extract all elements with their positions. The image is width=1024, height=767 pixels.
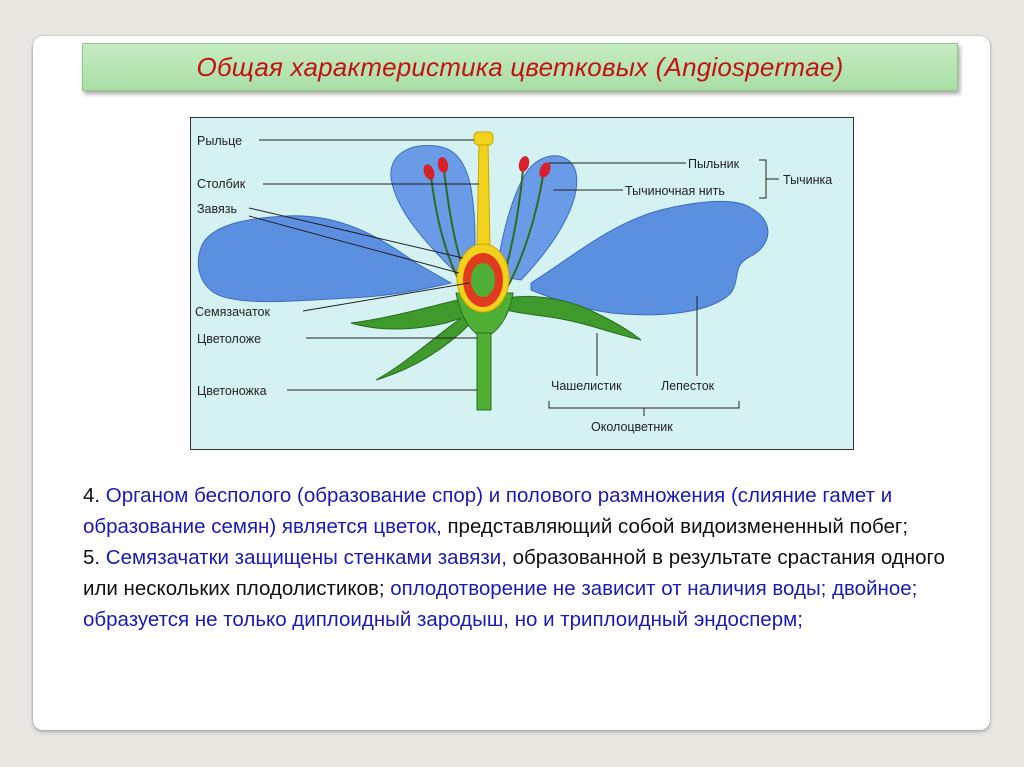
- paragraph-4-text: представляющий собой видоизмененный побе…: [441, 515, 909, 538]
- petal-back-right: [495, 155, 578, 281]
- pistil-style: [476, 141, 491, 249]
- label-receptacle: Цветоложе: [197, 332, 261, 346]
- label-ovary: Завязь: [197, 202, 237, 216]
- flower-diagram: Рыльце Столбик Завязь Семязачаток Цветол…: [190, 117, 854, 450]
- anther-3: [518, 156, 530, 172]
- ovule-shape: [471, 263, 495, 297]
- pedicel-shape: [476, 332, 492, 411]
- paragraph-5: 5. Семязачатки защищены стенками завязи,…: [83, 542, 963, 635]
- anther-4: [539, 162, 551, 178]
- label-pedicel: Цветоножка: [197, 384, 267, 398]
- paragraph-5-number: 5.: [83, 546, 106, 569]
- petal-back-left: [390, 144, 476, 279]
- label-petal: Лепесток: [661, 379, 715, 393]
- body-text: 4. Органом бесполого (образование спор) …: [83, 480, 963, 635]
- anther-1: [423, 164, 435, 180]
- flower-illustration: Рыльце Столбик Завязь Семязачаток Цветол…: [195, 131, 832, 434]
- label-anther: Пыльник: [688, 157, 740, 171]
- label-stigma: Рыльце: [197, 134, 242, 148]
- label-perianth: Околоцветник: [591, 420, 673, 434]
- label-ovule: Семязачаток: [195, 305, 270, 319]
- anther-2: [437, 157, 449, 173]
- label-style: Столбик: [197, 177, 246, 191]
- sepal-left: [350, 297, 472, 381]
- sepal-right: [505, 295, 642, 341]
- paragraph-5-text: образованной в результате срастания одно…: [83, 546, 945, 600]
- title-banner: Общая характеристика цветковых (Angiospe…: [82, 43, 958, 91]
- paragraph-4-highlight: Органом бесполого (образование спор) и п…: [83, 484, 893, 538]
- paragraph-5-highlight-1: Семязачатки защищены стенками завязи,: [105, 546, 507, 569]
- petal-right: [530, 201, 769, 316]
- page-title: Общая характеристика цветковых (Angiospe…: [196, 51, 844, 82]
- pistil-stigma: [473, 131, 494, 146]
- filament-4: [506, 175, 544, 289]
- paragraph-4: 4. Органом бесполого (образование спор) …: [83, 480, 963, 542]
- petal-left: [197, 215, 453, 303]
- label-stamen: Тычинка: [783, 173, 832, 187]
- paragraph-5-highlight-2: оплодотворение не зависит от наличия вод…: [83, 577, 918, 631]
- label-filament: Тычиночная нить: [625, 184, 725, 198]
- paragraph-4-number: 4.: [83, 484, 106, 507]
- leader-lines: [248, 139, 779, 416]
- label-sepal: Чашелистик: [551, 379, 622, 393]
